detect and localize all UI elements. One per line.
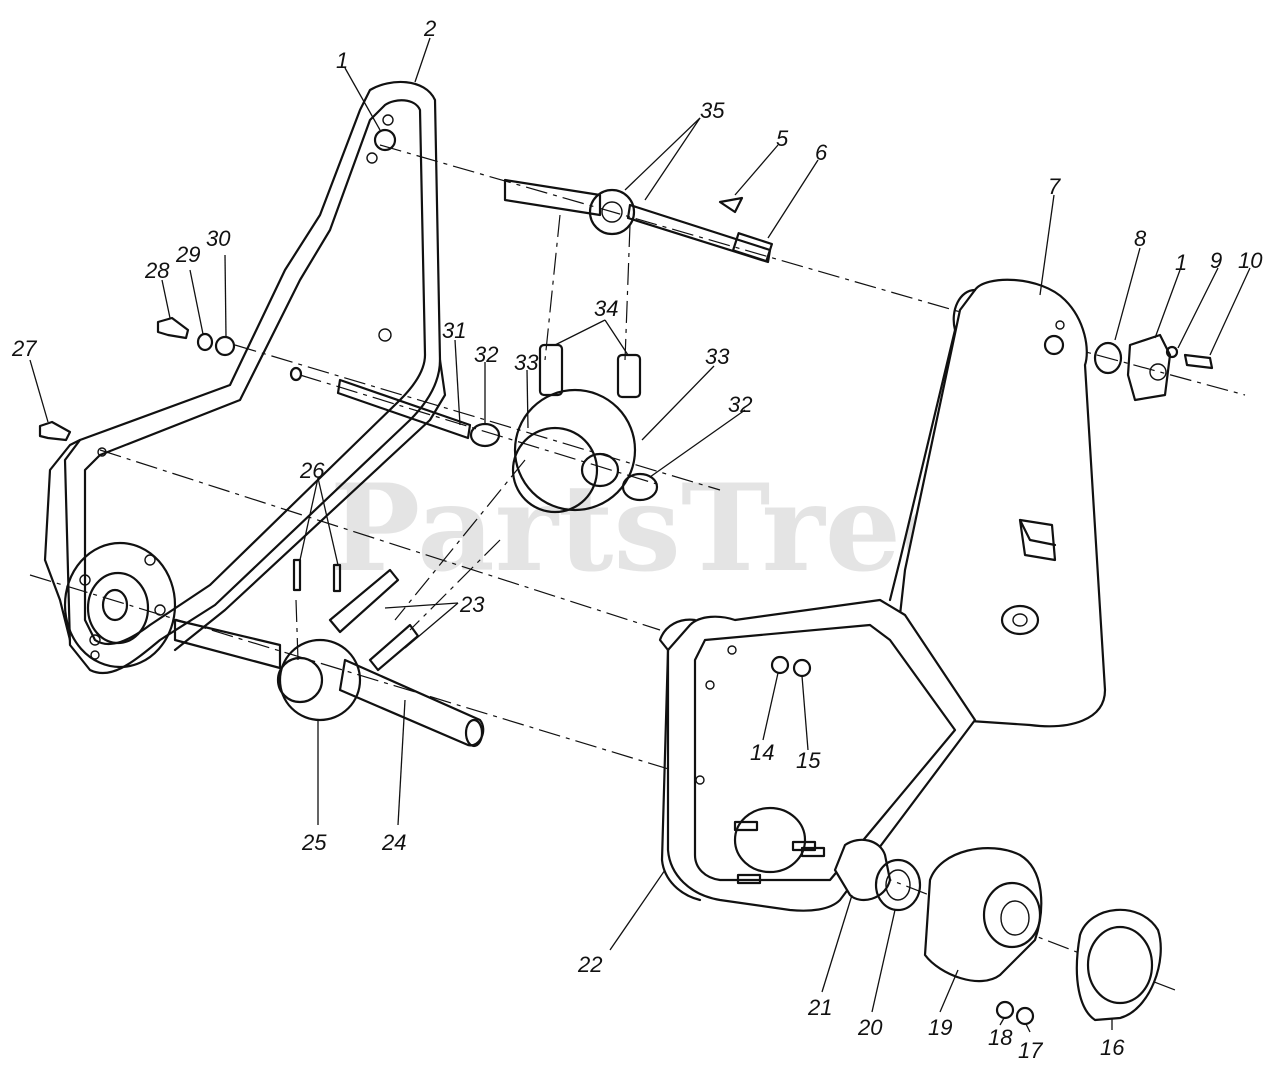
label-32b: 32	[728, 392, 752, 417]
label-29: 29	[175, 242, 200, 267]
nut-17	[1015, 1006, 1035, 1026]
washer-30	[214, 335, 236, 357]
washer-18	[995, 1000, 1015, 1020]
label-8: 8	[1134, 226, 1147, 251]
label-10: 10	[1238, 248, 1263, 273]
seal-20	[874, 858, 922, 912]
label-22: 22	[577, 952, 602, 977]
sprocket-33b	[513, 388, 637, 512]
label-23: 23	[459, 592, 485, 617]
chain-34a	[538, 343, 564, 397]
washer-9	[1165, 345, 1179, 359]
label-27: 27	[11, 336, 37, 361]
bushing-32	[621, 472, 659, 502]
hardware	[38, 196, 1214, 1026]
stud-b	[733, 820, 759, 832]
stud-a	[791, 840, 817, 852]
leader-lines	[29, 37, 1251, 1033]
chain-23b	[368, 623, 420, 672]
label-7: 7	[1048, 174, 1061, 199]
flange-1	[1126, 333, 1172, 402]
label-30: 30	[206, 226, 231, 251]
key-5	[718, 196, 744, 214]
label-5: 5	[776, 126, 789, 151]
washer-29	[196, 332, 214, 352]
label-26: 26	[299, 458, 325, 483]
label-20: 20	[857, 1015, 883, 1040]
label-33a: 33	[514, 350, 539, 375]
label-25: 25	[301, 830, 327, 855]
label-19: 19	[928, 1015, 952, 1040]
bearing-stack	[833, 838, 1162, 1022]
washer-14	[770, 655, 790, 675]
sprocket-25	[278, 638, 362, 722]
pin-26a	[292, 558, 302, 592]
bolt-10	[1183, 353, 1214, 370]
sprocket-35	[588, 188, 636, 236]
label-6: 6	[815, 140, 828, 165]
label-21: 21	[807, 995, 832, 1020]
part-labels: 1 2 35 5 6 7 8 1 9 10 28 29 30 27 31 32 …	[11, 16, 1263, 1063]
watermark-text: PartsTree	[330, 458, 977, 599]
label-2: 2	[423, 16, 436, 41]
label-17: 17	[1018, 1038, 1043, 1063]
label-9: 9	[1210, 248, 1222, 273]
label-15: 15	[796, 748, 821, 773]
pin-26b	[332, 563, 342, 593]
chains	[328, 343, 642, 672]
bearing-8	[1093, 341, 1123, 375]
chain-34b	[616, 353, 642, 399]
bolt-27	[38, 420, 72, 442]
lower-case-part-22	[658, 598, 977, 912]
label-35: 35	[700, 98, 725, 123]
label-31: 31	[442, 318, 466, 343]
bolt-28	[156, 316, 190, 340]
label-34: 34	[594, 296, 618, 321]
stud-d	[800, 846, 826, 858]
label-33b: 33	[705, 344, 730, 369]
label-14: 14	[750, 740, 774, 765]
label-1a: 1	[336, 48, 348, 73]
label-18: 18	[988, 1025, 1013, 1050]
label-28: 28	[144, 258, 170, 283]
label-16: 16	[1100, 1035, 1125, 1060]
sprocket-33a	[511, 426, 599, 514]
label-32a: 32	[474, 342, 498, 367]
label-1b: 1	[1175, 250, 1187, 275]
sprockets	[276, 188, 659, 722]
shafts	[173, 178, 774, 748]
chain-23a	[328, 568, 400, 634]
stud-c	[736, 873, 762, 885]
label-24: 24	[381, 830, 406, 855]
